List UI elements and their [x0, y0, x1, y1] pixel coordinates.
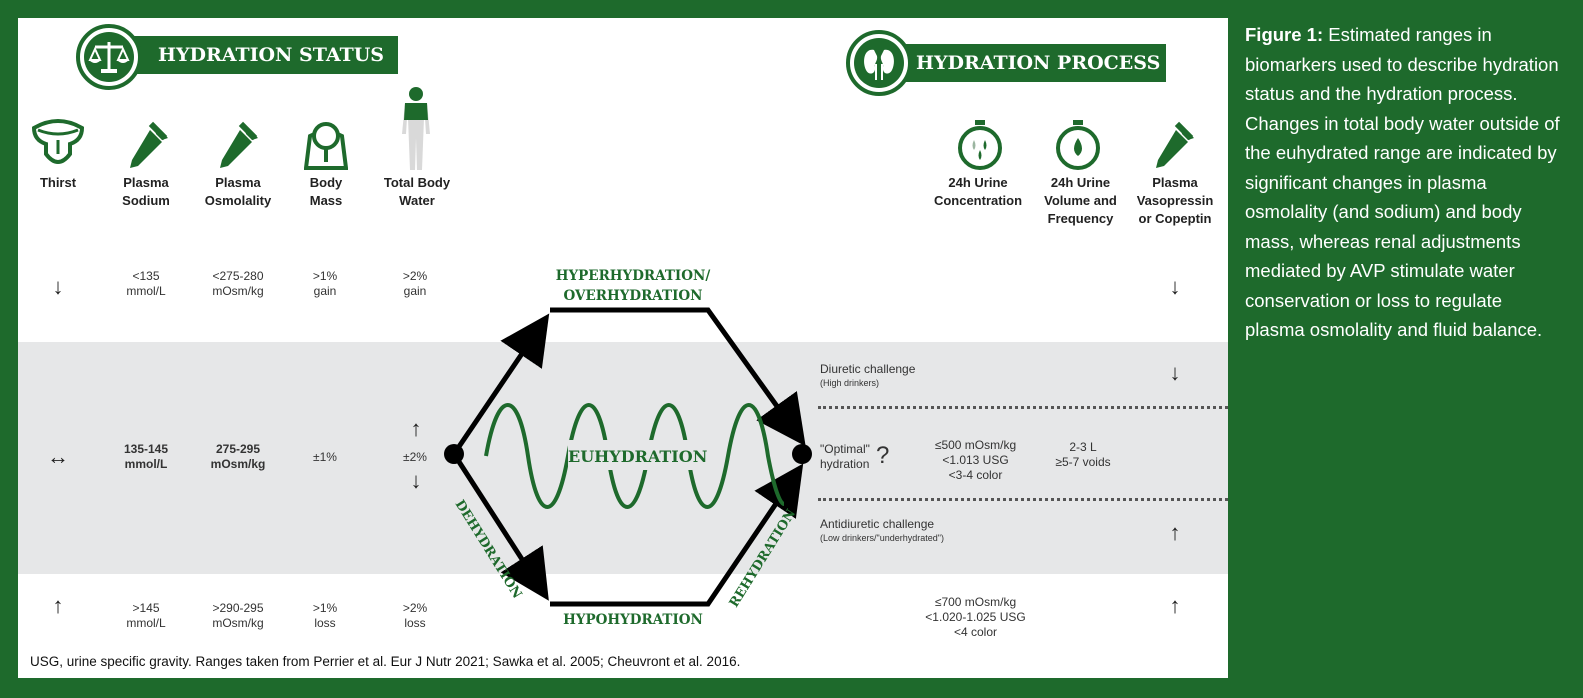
diuretic-challenge: Diuretic challenge (High drinkers) [820, 363, 915, 390]
body-mass-low: >1% loss [312, 601, 338, 630]
col-header-vasopressin: Plasma Vasopressin or Copeptin [1136, 175, 1214, 226]
antidiuretic-challenge-label: Antidiuretic challenge [820, 517, 935, 531]
tbw-up-arrow-icon: ↑ [410, 416, 422, 441]
balance-scale-icon [76, 24, 142, 90]
antidiuretic-challenge: Antidiuretic challenge (Low drinkers/"un… [820, 518, 944, 545]
antidiuretic-challenge-note: (Low drinkers/"underhydrated") [820, 533, 944, 543]
col-header-plasma-osmolality: Plasma Osmolality [204, 175, 272, 208]
optimal-hydration: "Optimal" hydration [820, 442, 870, 471]
dotted-divider-bottom [818, 498, 1228, 501]
dotted-divider-top [818, 406, 1228, 409]
tbw-down-arrow-icon: ↓ [410, 468, 422, 493]
vasopressin-down-arrow-icon: ↓ [1169, 274, 1181, 299]
col-header-total-body-water: Total Body Water [383, 175, 451, 208]
tbw-low: >2% loss [402, 601, 428, 630]
hyperhydration-label: HYPERHYDRATION/ OVERHYDRATION [555, 268, 711, 304]
thirst-down-arrow-icon: ↓ [52, 274, 64, 299]
figure-panel: HYDRATION STATUS HYDRATION PROCESS [18, 18, 1228, 678]
col-header-thirst: Thirst [39, 175, 77, 190]
osmolality-low: >290-295 mOsm/kg [212, 601, 264, 630]
footnote: USG, urine specific gravity. Ranges take… [30, 654, 741, 669]
timer-drops-icon [958, 120, 1002, 170]
hydration-process-banner: HYDRATION PROCESS [886, 44, 1166, 82]
hydration-status-banner: HYDRATION STATUS [116, 36, 398, 74]
vasopressin-antidiuretic-up-arrow-icon: ↑ [1169, 520, 1181, 545]
body-icon [402, 87, 430, 170]
scale-icon [304, 122, 348, 170]
urine-concentration-mid: ≤500 mOsm/kg <1.013 USG <3-4 color [934, 438, 1017, 482]
osmolality-mid: 275-295 mOsm/kg [210, 442, 266, 471]
timer-drop-icon [1056, 120, 1100, 170]
hydration-cycle-diagram [444, 307, 812, 607]
dropper-icon [130, 121, 168, 168]
euhydration-label: EUHYDRATION [568, 447, 708, 466]
tongue-icon [31, 119, 85, 164]
tbw-high: >2% gain [402, 269, 428, 298]
diuretic-challenge-label: Diuretic challenge [820, 362, 916, 376]
sodium-mid: 135-145 mmol/L [123, 442, 169, 471]
sodium-high: <135 mmol/L [126, 269, 166, 298]
tbw-mid: ±2% [403, 450, 427, 464]
figure-caption: Figure 1: Estimated ranges in biomarkers… [1245, 20, 1565, 345]
urine-concentration-low: ≤700 mOsm/kg <1.020-1.025 USG <4 color [925, 595, 1026, 639]
body-mass-mid: ±1% [313, 450, 337, 464]
body-mass-high: >1% gain [312, 269, 338, 298]
dropper-icon [220, 121, 258, 168]
kidney-icon [846, 30, 912, 96]
vasopressin-diuretic-down-arrow-icon: ↓ [1169, 360, 1181, 385]
caption-text: Estimated ranges in biomarkers used to d… [1245, 24, 1560, 340]
diuretic-challenge-note: (High drinkers) [820, 378, 880, 388]
caption-label: Figure 1: [1245, 24, 1324, 45]
sodium-low: >145 mmol/L [126, 601, 166, 630]
dropper-icon [1156, 121, 1194, 168]
question-mark-icon: ? [876, 442, 890, 469]
hypohydration-label: HYPOHYDRATION [563, 612, 703, 628]
col-header-urine-volume: 24h Urine Volume and Frequency [1044, 175, 1117, 226]
osmolality-high: <275-280 mOsm/kg [212, 269, 264, 298]
thirst-neutral-arrow-icon: ↔ [47, 444, 69, 469]
urine-volume-mid: 2-3 L ≥5-7 voids [1055, 440, 1111, 469]
thirst-up-arrow-icon: ↑ [52, 593, 64, 618]
col-header-body-mass: Body Mass [309, 175, 343, 208]
vasopressin-low-up-arrow-icon: ↑ [1169, 593, 1181, 618]
col-header-plasma-sodium: Plasma Sodium [122, 175, 170, 208]
col-header-urine-concentration: 24h Urine Concentration [933, 175, 1023, 208]
